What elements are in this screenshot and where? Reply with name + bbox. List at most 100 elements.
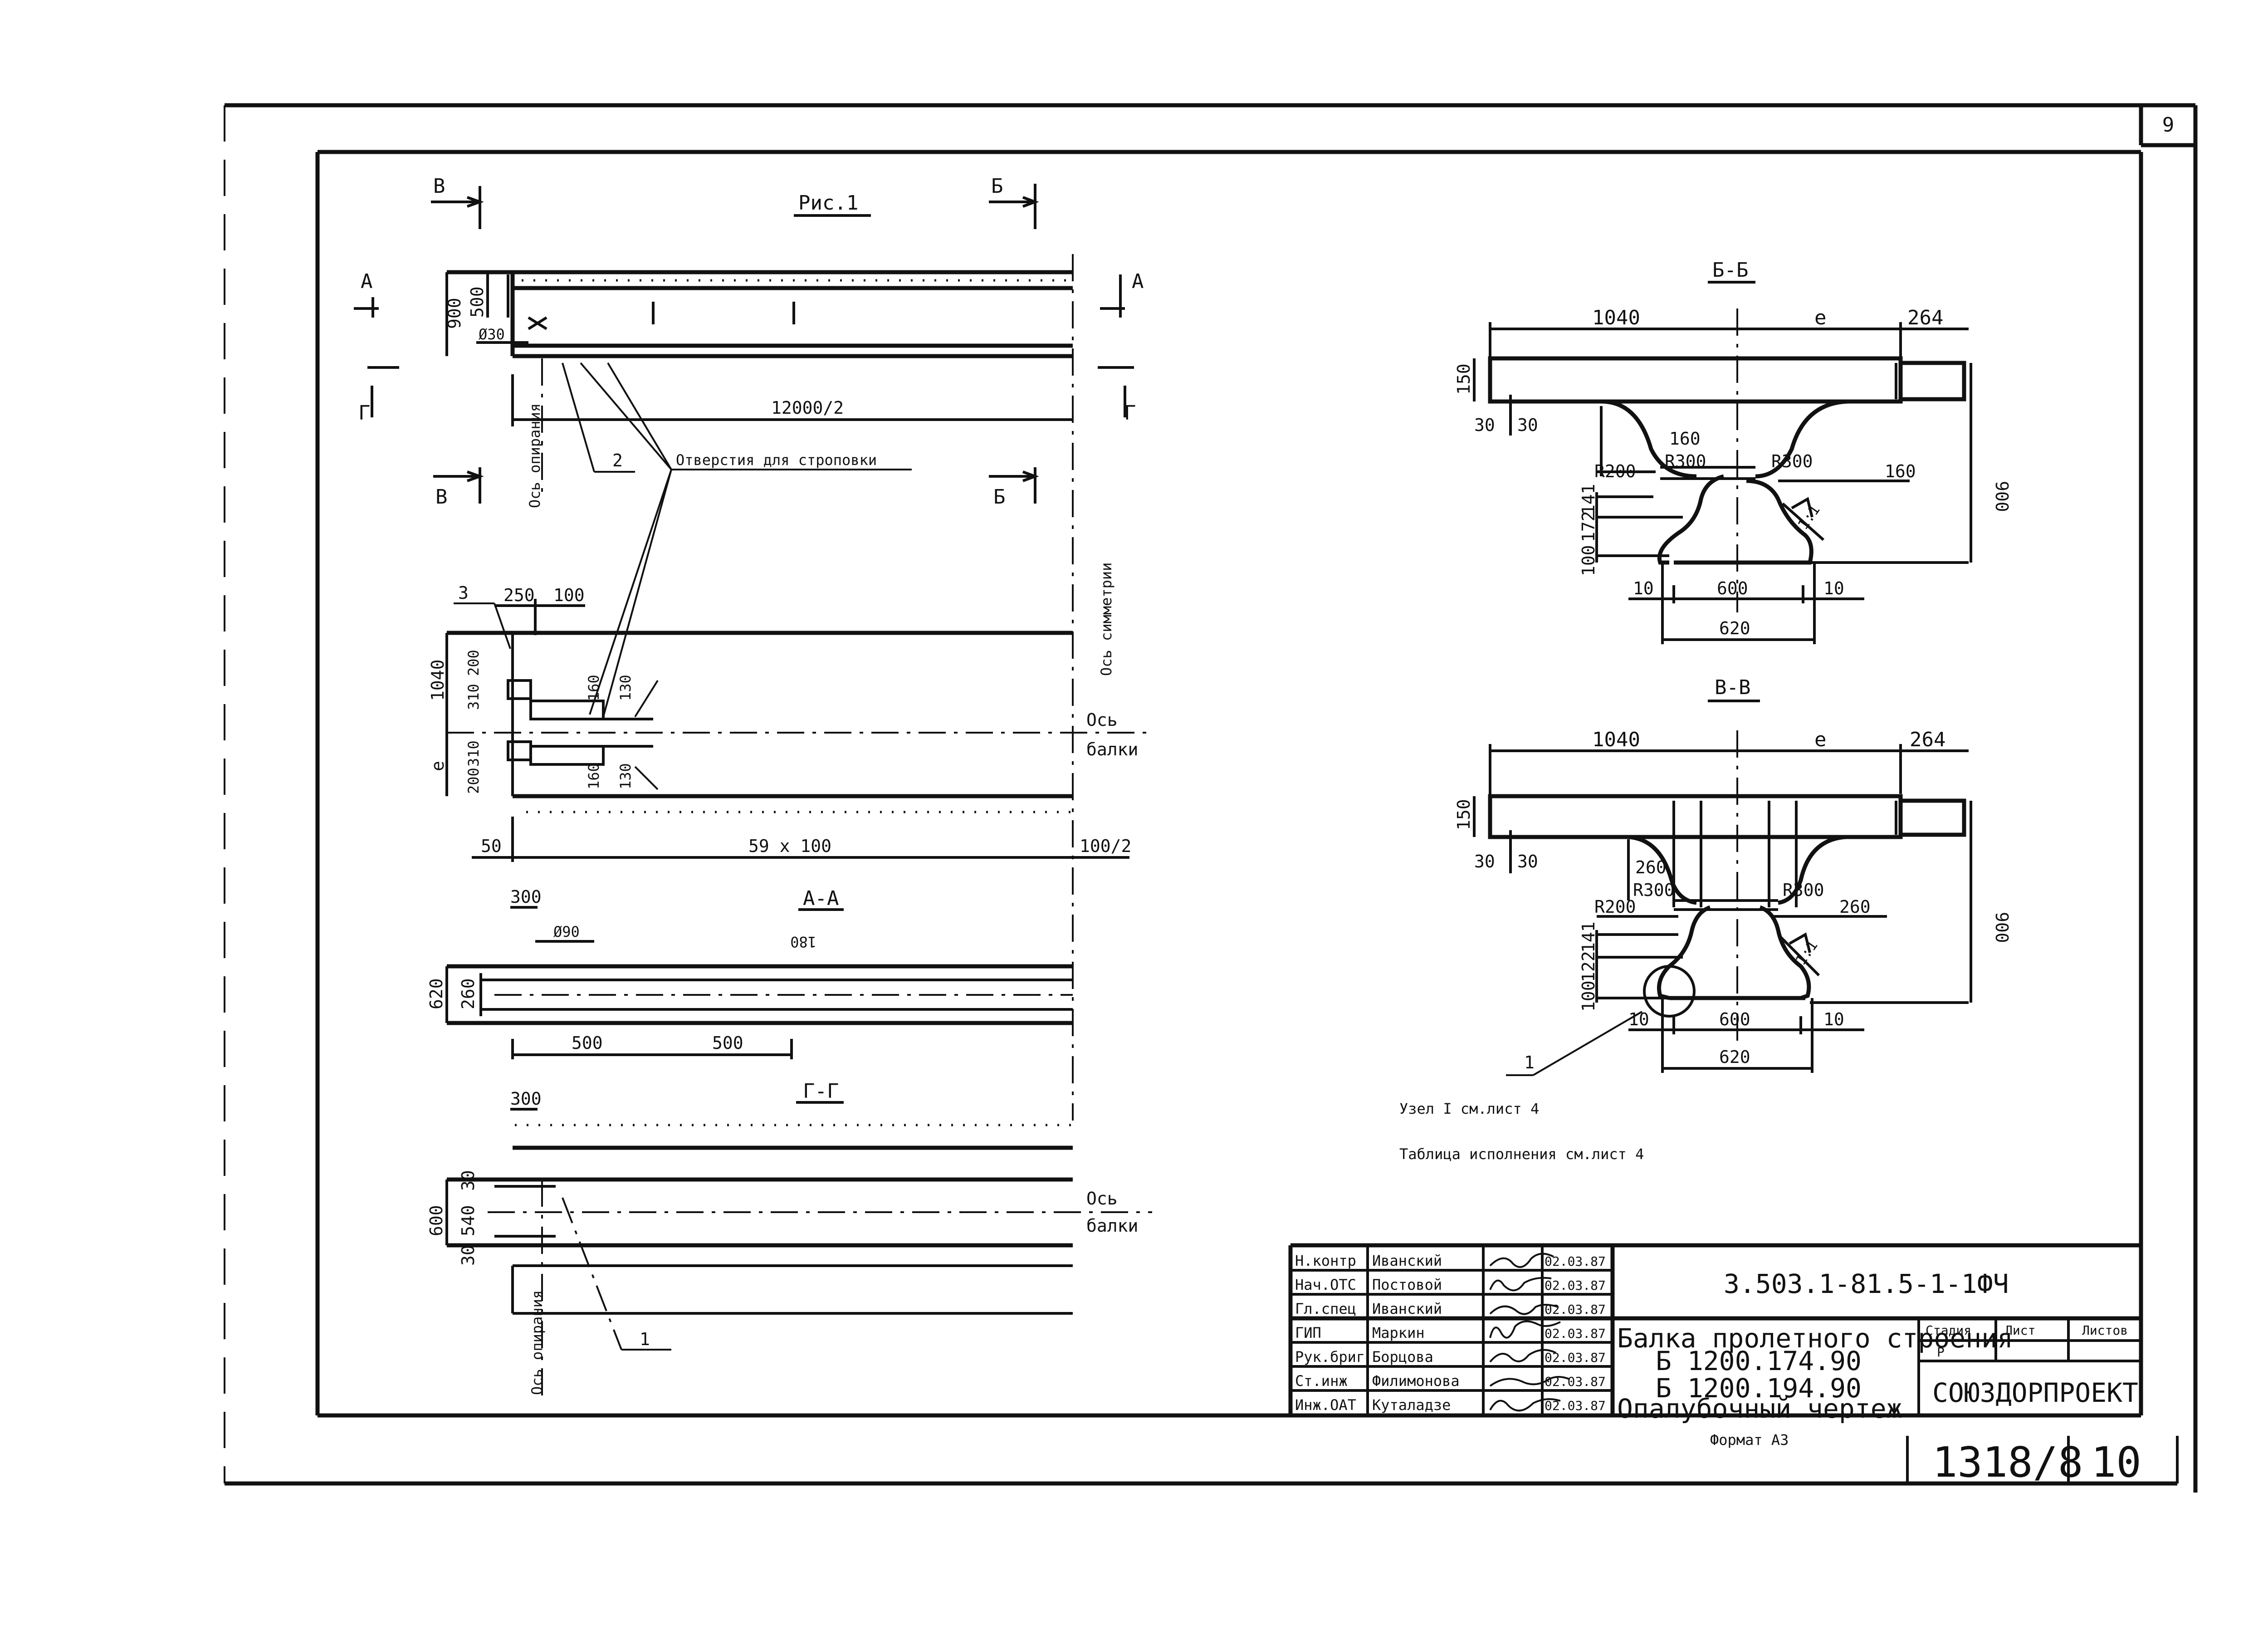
axis-beam-label-2b: балки — [1086, 1216, 1138, 1236]
bb-dim-r200: R200 — [1594, 461, 1636, 481]
vv-dim-141: 141 — [1579, 921, 1598, 953]
tb-role-1: Н.контр — [1295, 1252, 1356, 1269]
format-note: Формат А3 — [1710, 1431, 1789, 1449]
tb-date-7: 02.03.87 — [1545, 1398, 1606, 1413]
node-1-circle — [1643, 965, 1696, 1018]
plan-view: 3 250 100 1040 e 310 200 310 200 160 130… — [428, 563, 1152, 862]
dim-310b: 310 — [465, 740, 482, 767]
dim-160b: 160 — [585, 763, 602, 789]
bb-dim-620: 620 — [1719, 618, 1750, 638]
dim-130a: 130 — [617, 675, 634, 701]
bb-dim-150: 150 — [1454, 363, 1474, 395]
axis-support-label-1: Ось опирания — [526, 403, 543, 508]
vv-dim-900: 900 — [1992, 912, 2012, 943]
tb-date-4: 02.03.87 — [1545, 1326, 1606, 1341]
dim-500b: 500 — [712, 1033, 743, 1053]
section-b-bottom-label: Б — [993, 485, 1006, 509]
section-aa-title: А-А — [803, 887, 839, 910]
dim-200b: 200 — [465, 768, 482, 794]
tb-name-5: Борцова — [1372, 1348, 1433, 1366]
signatures — [1489, 1253, 1570, 1412]
section-vv-title: В-В — [1715, 676, 1750, 699]
bb-dim-600: 600 — [1717, 578, 1748, 598]
dim-620: 620 — [426, 978, 446, 1009]
section-vv: В-В 1040 e 264 150 30 30 260 R300 R300 R… — [1454, 676, 2012, 1076]
callout-3: 3 — [458, 583, 469, 603]
vv-dim-1040: 1040 — [1592, 728, 1640, 751]
tb-name-line-3: Б 1200.194.90 — [1656, 1373, 1862, 1404]
vv-dim-600: 600 — [1719, 1009, 1750, 1029]
tb-name-4: Маркин — [1372, 1324, 1425, 1341]
sheet-number: 9 — [2162, 113, 2175, 137]
bb-dim-e: e — [1814, 306, 1827, 329]
vv-dim-620: 620 — [1719, 1047, 1750, 1067]
tb-stage-header: Стадия — [1926, 1323, 1971, 1338]
tb-date-1: 02.03.87 — [1545, 1254, 1606, 1269]
tb-name-line-2: Б 1200.174.90 — [1656, 1346, 1862, 1376]
section-v-top-label: В — [433, 175, 445, 198]
tb-name-7: Куталадзе — [1372, 1396, 1451, 1414]
tb-name-1: Иванский — [1372, 1252, 1442, 1269]
tb-role-2: Нач.ОТС — [1295, 1276, 1356, 1293]
axis-beam-label-1a: Ось — [1086, 710, 1118, 730]
section-g-right-label: Г — [1124, 401, 1136, 425]
bb-dim-10a: 10 — [1633, 578, 1654, 598]
dim-hole-d30: Ø30 — [479, 326, 505, 343]
dim-200a: 200 — [465, 650, 482, 676]
dim-30a: 30 — [458, 1170, 478, 1191]
tb-role-7: Инж.ОАТ — [1295, 1396, 1356, 1414]
dim-130b: 130 — [617, 763, 634, 789]
tb-bottom-right-number: 10 — [2091, 1438, 2141, 1487]
section-aa: 300 Ø90 А-А 180 620 260 500 500 — [426, 887, 1073, 1059]
vv-dim-10a: 10 — [1628, 1009, 1649, 1029]
fig1-elevation: Рис.1 В Б 900 500 Ø30 А А — [354, 175, 1144, 1121]
dim-260: 260 — [458, 978, 478, 1009]
fig-title: Рис.1 — [798, 191, 858, 215]
title-block: 3.503.1-81.5-1-1ФЧ Н.контр Иванский 02.0… — [1288, 1243, 2179, 1487]
tb-organization: СОЮЗДОРПРОЕКТ — [1932, 1377, 2138, 1408]
callout-2: 2 — [612, 450, 623, 470]
dim-310a: 310 — [465, 684, 482, 710]
tb-sheets-header: Листов — [2082, 1323, 2128, 1338]
bb-dim-100: 100 — [1579, 545, 1598, 576]
vv-dim-150: 150 — [1454, 799, 1474, 830]
section-a-left-label: А — [361, 270, 373, 293]
bb-dim-160a: 160 — [1669, 429, 1701, 449]
tb-stage-value: Р — [1937, 1345, 1945, 1360]
callout-lifting-holes: Отверстия для строповки — [676, 451, 877, 469]
dim-spacing: 59 x 100 — [748, 836, 831, 856]
section-a-right-label: А — [1132, 270, 1144, 293]
bb-dim-264: 264 — [1907, 306, 1943, 329]
tb-role-5: Рук.бриг — [1295, 1348, 1365, 1366]
vv-dim-100: 100 — [1579, 980, 1598, 1012]
inner-frame — [315, 150, 2143, 1418]
doc-code: 3.503.1-81.5-1-1ФЧ — [1724, 1268, 2009, 1299]
dim-160a: 160 — [585, 675, 602, 701]
section-g-left-label: Г — [358, 401, 371, 425]
bb-dim-900: 900 — [1992, 481, 2012, 512]
vv-dim-264: 264 — [1910, 728, 1945, 751]
section-gg: Г-Г 300 600 30 540 30 Ось балки 1 Ось оп… — [426, 1080, 1152, 1397]
dim-250: 250 — [503, 585, 535, 605]
axis-support-label-2: Ось опирания — [528, 1290, 546, 1395]
section-bb-title: Б-Б — [1712, 259, 1748, 282]
dim-500a: 500 — [572, 1033, 603, 1053]
dim-300a: 300 — [510, 887, 542, 907]
bb-dim-30a: 30 — [1474, 415, 1495, 435]
note-node-1: Узел I см.лист 4 — [1399, 1100, 1539, 1117]
dim-span-half: 12000/2 — [771, 398, 844, 418]
tb-date-6: 02.03.87 — [1545, 1374, 1606, 1389]
dim-600: 600 — [426, 1205, 446, 1236]
vv-callout-1: 1 — [1524, 1052, 1535, 1072]
dim-height-900: 900 — [445, 298, 464, 329]
dim-hole-d90: Ø90 — [553, 923, 580, 940]
bb-dim-172: 172 — [1579, 511, 1598, 542]
tb-name-line-4: Опалубочный чертеж — [1617, 1393, 1902, 1424]
vv-dim-e: e — [1814, 728, 1827, 751]
tb-date-3: 02.03.87 — [1545, 1302, 1606, 1317]
axis-beam-label-2a: Ось — [1086, 1189, 1118, 1209]
dim-height-500: 500 — [467, 286, 487, 318]
section-bb: Б-Б 1040 e 264 150 30 30 160 R300 R300 R… — [1454, 259, 2012, 644]
dim-100-2: 100/2 — [1080, 836, 1131, 856]
